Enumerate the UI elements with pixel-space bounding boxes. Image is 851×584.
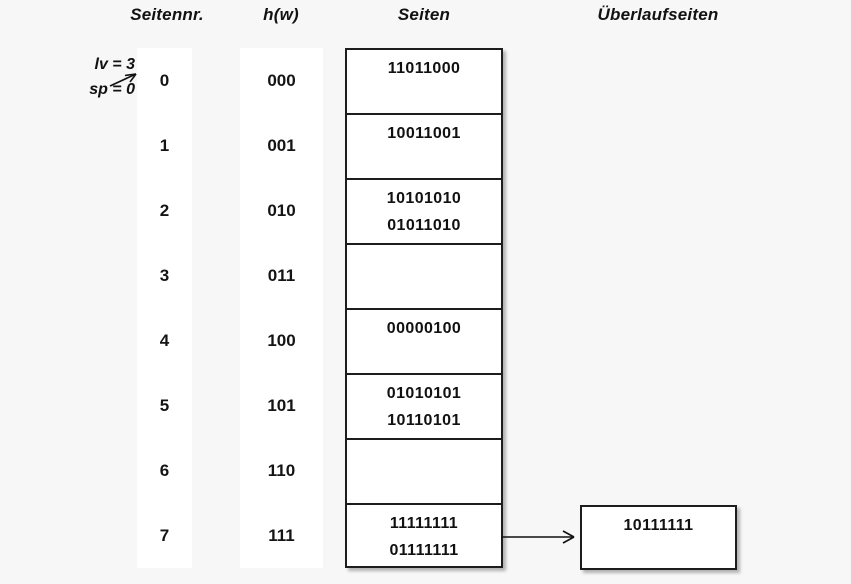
page-row <box>347 440 501 505</box>
hw-cell: 111 <box>268 525 295 545</box>
column-header-seitennr: Seitennr. <box>130 5 204 24</box>
column-header-seiten: Seiten <box>397 5 451 24</box>
page-entry: 01010101 <box>386 385 462 402</box>
page-entry: 10110101 <box>387 412 461 429</box>
split-pointer-arrow-icon <box>109 73 137 87</box>
page-row: 01010101 10110101 <box>347 375 501 440</box>
column-header-ueberlaufseiten: Überlaufseiten <box>597 5 719 24</box>
page-row: 10101010 01011010 <box>347 180 501 245</box>
page-entry: 10101010 <box>386 190 462 207</box>
page-entry: 11111111 <box>389 515 459 532</box>
page-entry: 11011000 <box>387 60 461 77</box>
hw-cell: 110 <box>267 460 296 480</box>
pages-column: 11011000 10011001 10101010 01011010 0000… <box>345 48 503 568</box>
seitennr-cell: 3 <box>159 265 170 285</box>
page-row: 10011001 <box>347 115 501 180</box>
hw-cell: 100 <box>267 330 296 350</box>
seitennr-cell: 0 <box>159 70 170 90</box>
seitennr-column: 0 1 2 3 4 5 6 7 <box>137 48 192 568</box>
page-entry: 01111111 <box>389 542 459 559</box>
hw-cell: 101 <box>267 395 296 415</box>
hw-cell: 000 <box>267 70 296 90</box>
hw-cell: 011 <box>267 265 296 285</box>
overflow-page: 10111111 <box>580 505 737 570</box>
seitennr-cell: 6 <box>159 460 170 480</box>
seitennr-cell: 7 <box>159 525 170 545</box>
hw-cell: 010 <box>267 200 296 220</box>
page-row <box>347 245 501 310</box>
column-header-hw: h(w) <box>263 5 299 24</box>
seitennr-cell: 2 <box>159 200 170 220</box>
page-row: 11011000 <box>347 50 501 115</box>
param-sp: sp = 0 <box>89 81 135 98</box>
hw-column-band <box>240 48 323 568</box>
hw-cell: 001 <box>267 135 296 155</box>
page-entry: 10011001 <box>387 125 461 142</box>
parameter-annotation: lv = 3 sp = 0 <box>40 52 135 102</box>
seitennr-cell: 1 <box>159 135 170 155</box>
page-row: 11111111 01111111 <box>347 505 501 570</box>
page-row: 00000100 <box>347 310 501 375</box>
page-entry: 00000100 <box>386 320 462 337</box>
overflow-page-entry: 10111111 <box>623 517 694 534</box>
seitennr-cell: 4 <box>159 330 170 350</box>
seitennr-cell: 5 <box>159 395 170 415</box>
page-entry: 01011010 <box>387 217 461 234</box>
param-lv: lv = 3 <box>94 56 135 73</box>
hw-column: 000 001 010 011 100 101 110 111 <box>240 48 323 568</box>
overflow-link-arrow-icon <box>501 530 575 544</box>
seitennr-column-band <box>137 48 192 568</box>
